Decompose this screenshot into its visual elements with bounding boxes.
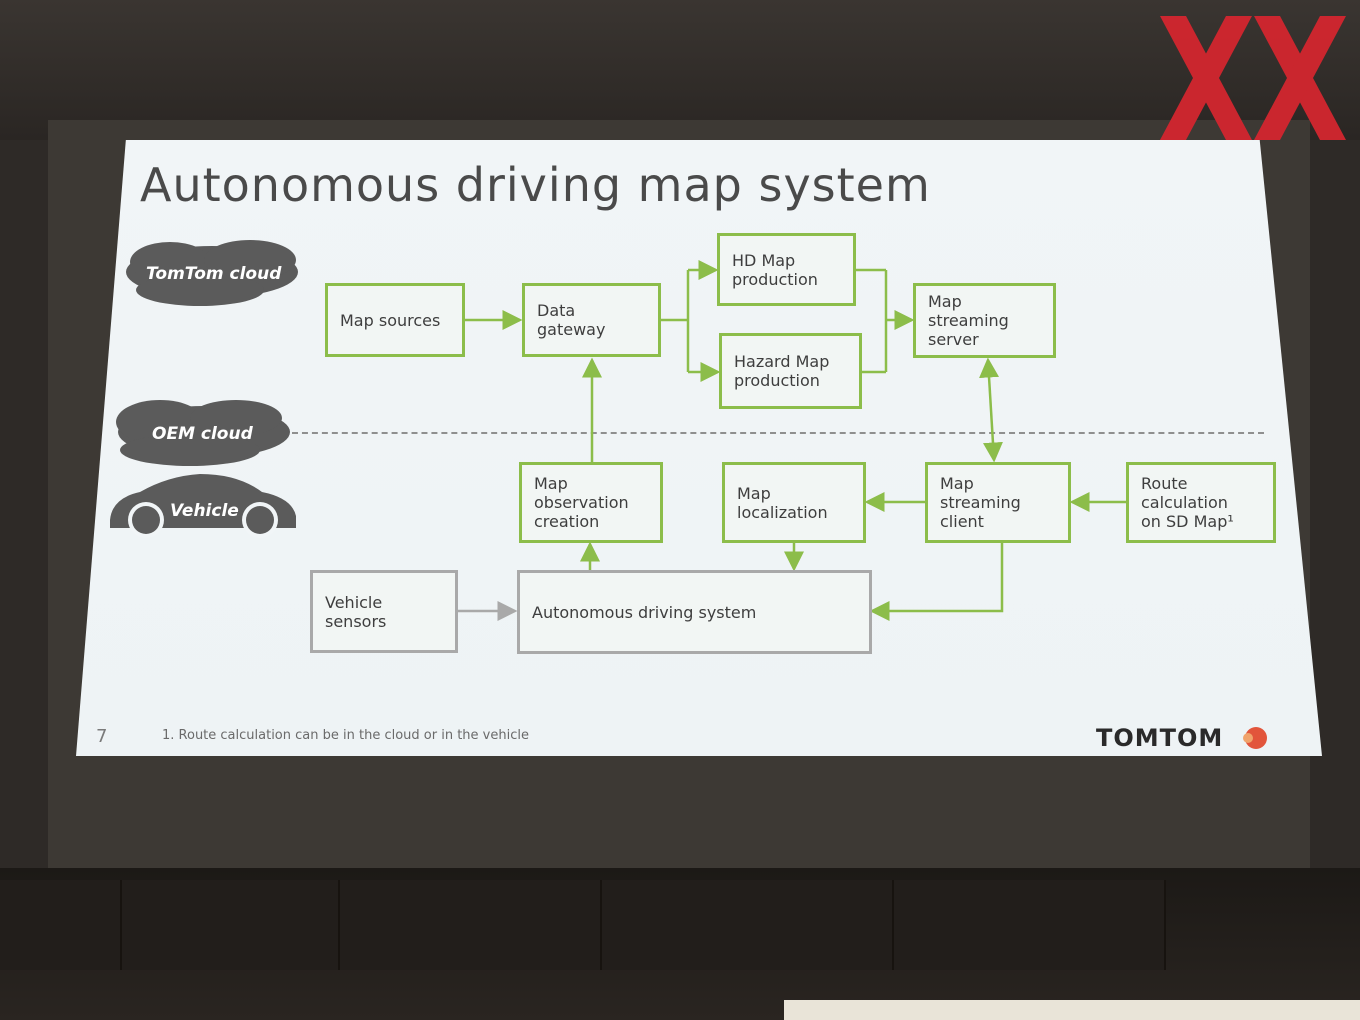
tomtom-brand-text: TOMTOM — [1096, 724, 1224, 752]
car-icon — [110, 474, 296, 538]
floor-panel — [122, 880, 340, 970]
cloud-icon — [116, 400, 290, 466]
floor-panel — [340, 880, 602, 970]
box-map-observation-creation: Map observation creation — [519, 462, 663, 543]
wall-background — [0, 0, 1360, 140]
tomtom-logo-icon — [1243, 727, 1267, 749]
slide-footnote: 1. Route calculation can be in the cloud… — [162, 728, 529, 743]
floor-panel — [0, 880, 122, 970]
box-autonomous-driving-system: Autonomous driving system — [517, 570, 872, 654]
cloud-icon — [126, 240, 298, 306]
box-map-sources: Map sources — [325, 283, 465, 357]
box-vehicle-sensors: Vehicle sensors — [310, 570, 458, 653]
box-map-localization: Map localization — [722, 462, 866, 543]
watermark-logo-icon — [1160, 16, 1346, 140]
box-route-calculation: Route calculation on SD Map¹ — [1126, 462, 1276, 543]
cloud-vehicle-divider — [292, 432, 1264, 434]
slide-page-number: 7 — [96, 726, 108, 747]
slide-title: Autonomous driving map system — [140, 158, 931, 212]
box-data-gateway: Data gateway — [522, 283, 661, 357]
floor-panel — [602, 880, 894, 970]
zone-label-oem-cloud: OEM cloud — [152, 424, 253, 444]
paper-sheet — [784, 1000, 1360, 1020]
box-hazard-map-production: Hazard Map production — [719, 333, 862, 409]
box-map-streaming-client: Map streaming client — [925, 462, 1071, 543]
zone-label-vehicle: Vehicle — [170, 501, 239, 521]
box-hd-map-production: HD Map production — [717, 233, 856, 306]
box-map-streaming-server: Map streaming server — [913, 283, 1056, 358]
floor-panel — [894, 880, 1166, 970]
zone-label-tomtom-cloud: TomTom cloud — [146, 264, 282, 284]
